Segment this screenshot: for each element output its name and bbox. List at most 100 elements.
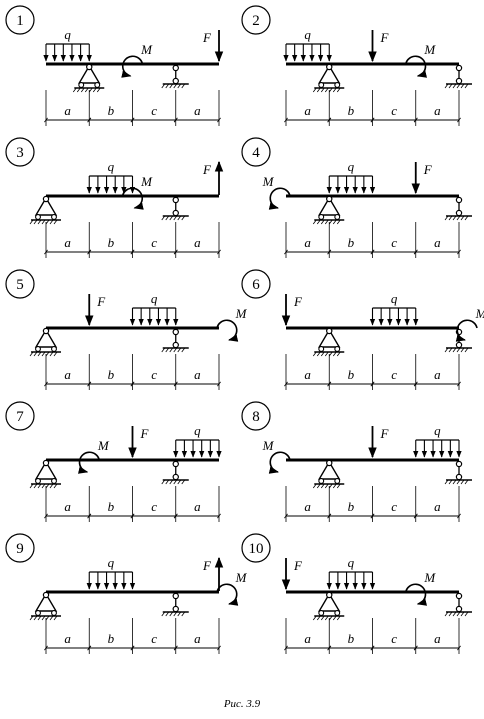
ground-hatch: [72, 87, 77, 93]
ground-hatch: [452, 479, 457, 485]
q-load-label: q: [64, 27, 71, 42]
pin-hinge: [42, 591, 50, 599]
ground-hatch: [336, 483, 341, 489]
roller-top-hinge: [172, 196, 179, 204]
ground-hatch: [53, 219, 58, 225]
ground-hatch: [177, 347, 182, 353]
ground-hatch: [169, 347, 174, 353]
segment-label: b: [348, 235, 355, 250]
pin-support-triangle: [34, 196, 58, 216]
ground-hatch: [49, 351, 54, 357]
segment-label: a: [64, 235, 71, 250]
ground-hatch: [33, 483, 38, 489]
q-load-label: q: [391, 291, 398, 306]
ground-hatch: [332, 351, 337, 357]
pin-base-hinge: [334, 610, 341, 616]
ground-hatch: [336, 615, 341, 621]
segment-label: b: [108, 367, 115, 382]
moment-arc: [455, 319, 478, 342]
roller-top-hinge: [455, 64, 463, 72]
ground-hatch: [312, 483, 317, 489]
ground-hatch: [328, 219, 333, 225]
pin-base-hinge: [94, 82, 101, 88]
pin-base-hinge: [35, 214, 41, 220]
pin-support-triangle: [318, 196, 341, 216]
ground-hatch: [448, 347, 453, 353]
force-label: F: [202, 30, 212, 45]
ground-hatch: [456, 83, 461, 89]
ground-hatch: [45, 483, 50, 489]
force-label: F: [380, 30, 390, 45]
ground-hatch: [177, 479, 182, 485]
ground-hatch: [456, 611, 461, 617]
ground-hatch: [53, 615, 58, 621]
scheme-number: 4: [252, 145, 260, 161]
moment-arc: [404, 55, 428, 78]
ground-hatch: [464, 611, 469, 617]
ground-hatch: [37, 351, 42, 357]
ground-hatch: [177, 83, 182, 89]
segment-label: c: [391, 499, 397, 514]
ground-hatch: [177, 215, 182, 221]
ground-hatch: [316, 483, 321, 489]
scheme-number-circle: [5, 5, 35, 35]
scheme-number: 5: [16, 277, 24, 293]
pin-hinge: [42, 459, 50, 467]
scheme-number-circle: [5, 269, 35, 299]
ground-hatch: [452, 83, 457, 89]
ground-hatch: [312, 219, 317, 225]
ground-hatch: [49, 615, 54, 621]
pin-support-triangle: [34, 592, 58, 612]
pin-base-hinge: [334, 214, 341, 220]
moment-label: M: [423, 570, 436, 585]
segment-label: c: [151, 235, 157, 250]
pin-base-hinge: [35, 346, 41, 352]
ground-hatch: [320, 351, 325, 357]
q-load-label: q: [108, 159, 115, 174]
q-load-label: q: [108, 555, 115, 570]
ground-hatch: [161, 347, 166, 353]
ground-hatch: [332, 483, 337, 489]
ground-hatch: [460, 215, 465, 221]
ground-hatch: [181, 215, 186, 221]
segment-label: a: [194, 631, 201, 646]
q-load-label: q: [348, 555, 355, 570]
pin-hinge: [42, 195, 50, 203]
pin-base-hinge: [51, 610, 57, 616]
pin-base-hinge: [35, 610, 41, 616]
ground-hatch: [320, 483, 325, 489]
force-label: F: [423, 162, 433, 177]
ground-hatch: [312, 351, 317, 357]
pin-base-hinge: [51, 478, 57, 484]
pin-base-hinge: [334, 346, 341, 352]
ground-hatch: [181, 83, 186, 89]
segment-label: c: [151, 103, 157, 118]
ground-hatch: [173, 83, 178, 89]
segment-label: a: [194, 103, 201, 118]
ground-hatch: [88, 87, 93, 93]
ground-hatch: [312, 87, 317, 93]
scheme-number: 10: [249, 541, 264, 557]
ground-hatch: [324, 219, 329, 225]
segment-label: a: [434, 103, 441, 118]
segment-label: a: [434, 367, 441, 382]
ground-hatch: [332, 615, 337, 621]
roller-top-hinge: [455, 592, 463, 600]
moment-label: M: [235, 570, 248, 585]
moment-label: M: [262, 174, 275, 189]
ground-hatch: [328, 87, 333, 93]
ground-hatch: [456, 479, 461, 485]
pin-base-hinge: [51, 346, 57, 352]
roller-bottom-hinge: [172, 209, 179, 217]
roller-top-hinge: [172, 592, 179, 600]
pin-support-triangle: [318, 328, 341, 348]
ground-hatch: [80, 87, 85, 93]
ground-hatch: [336, 351, 341, 357]
scheme-number-circle: [241, 269, 271, 299]
pin-hinge: [326, 63, 333, 71]
